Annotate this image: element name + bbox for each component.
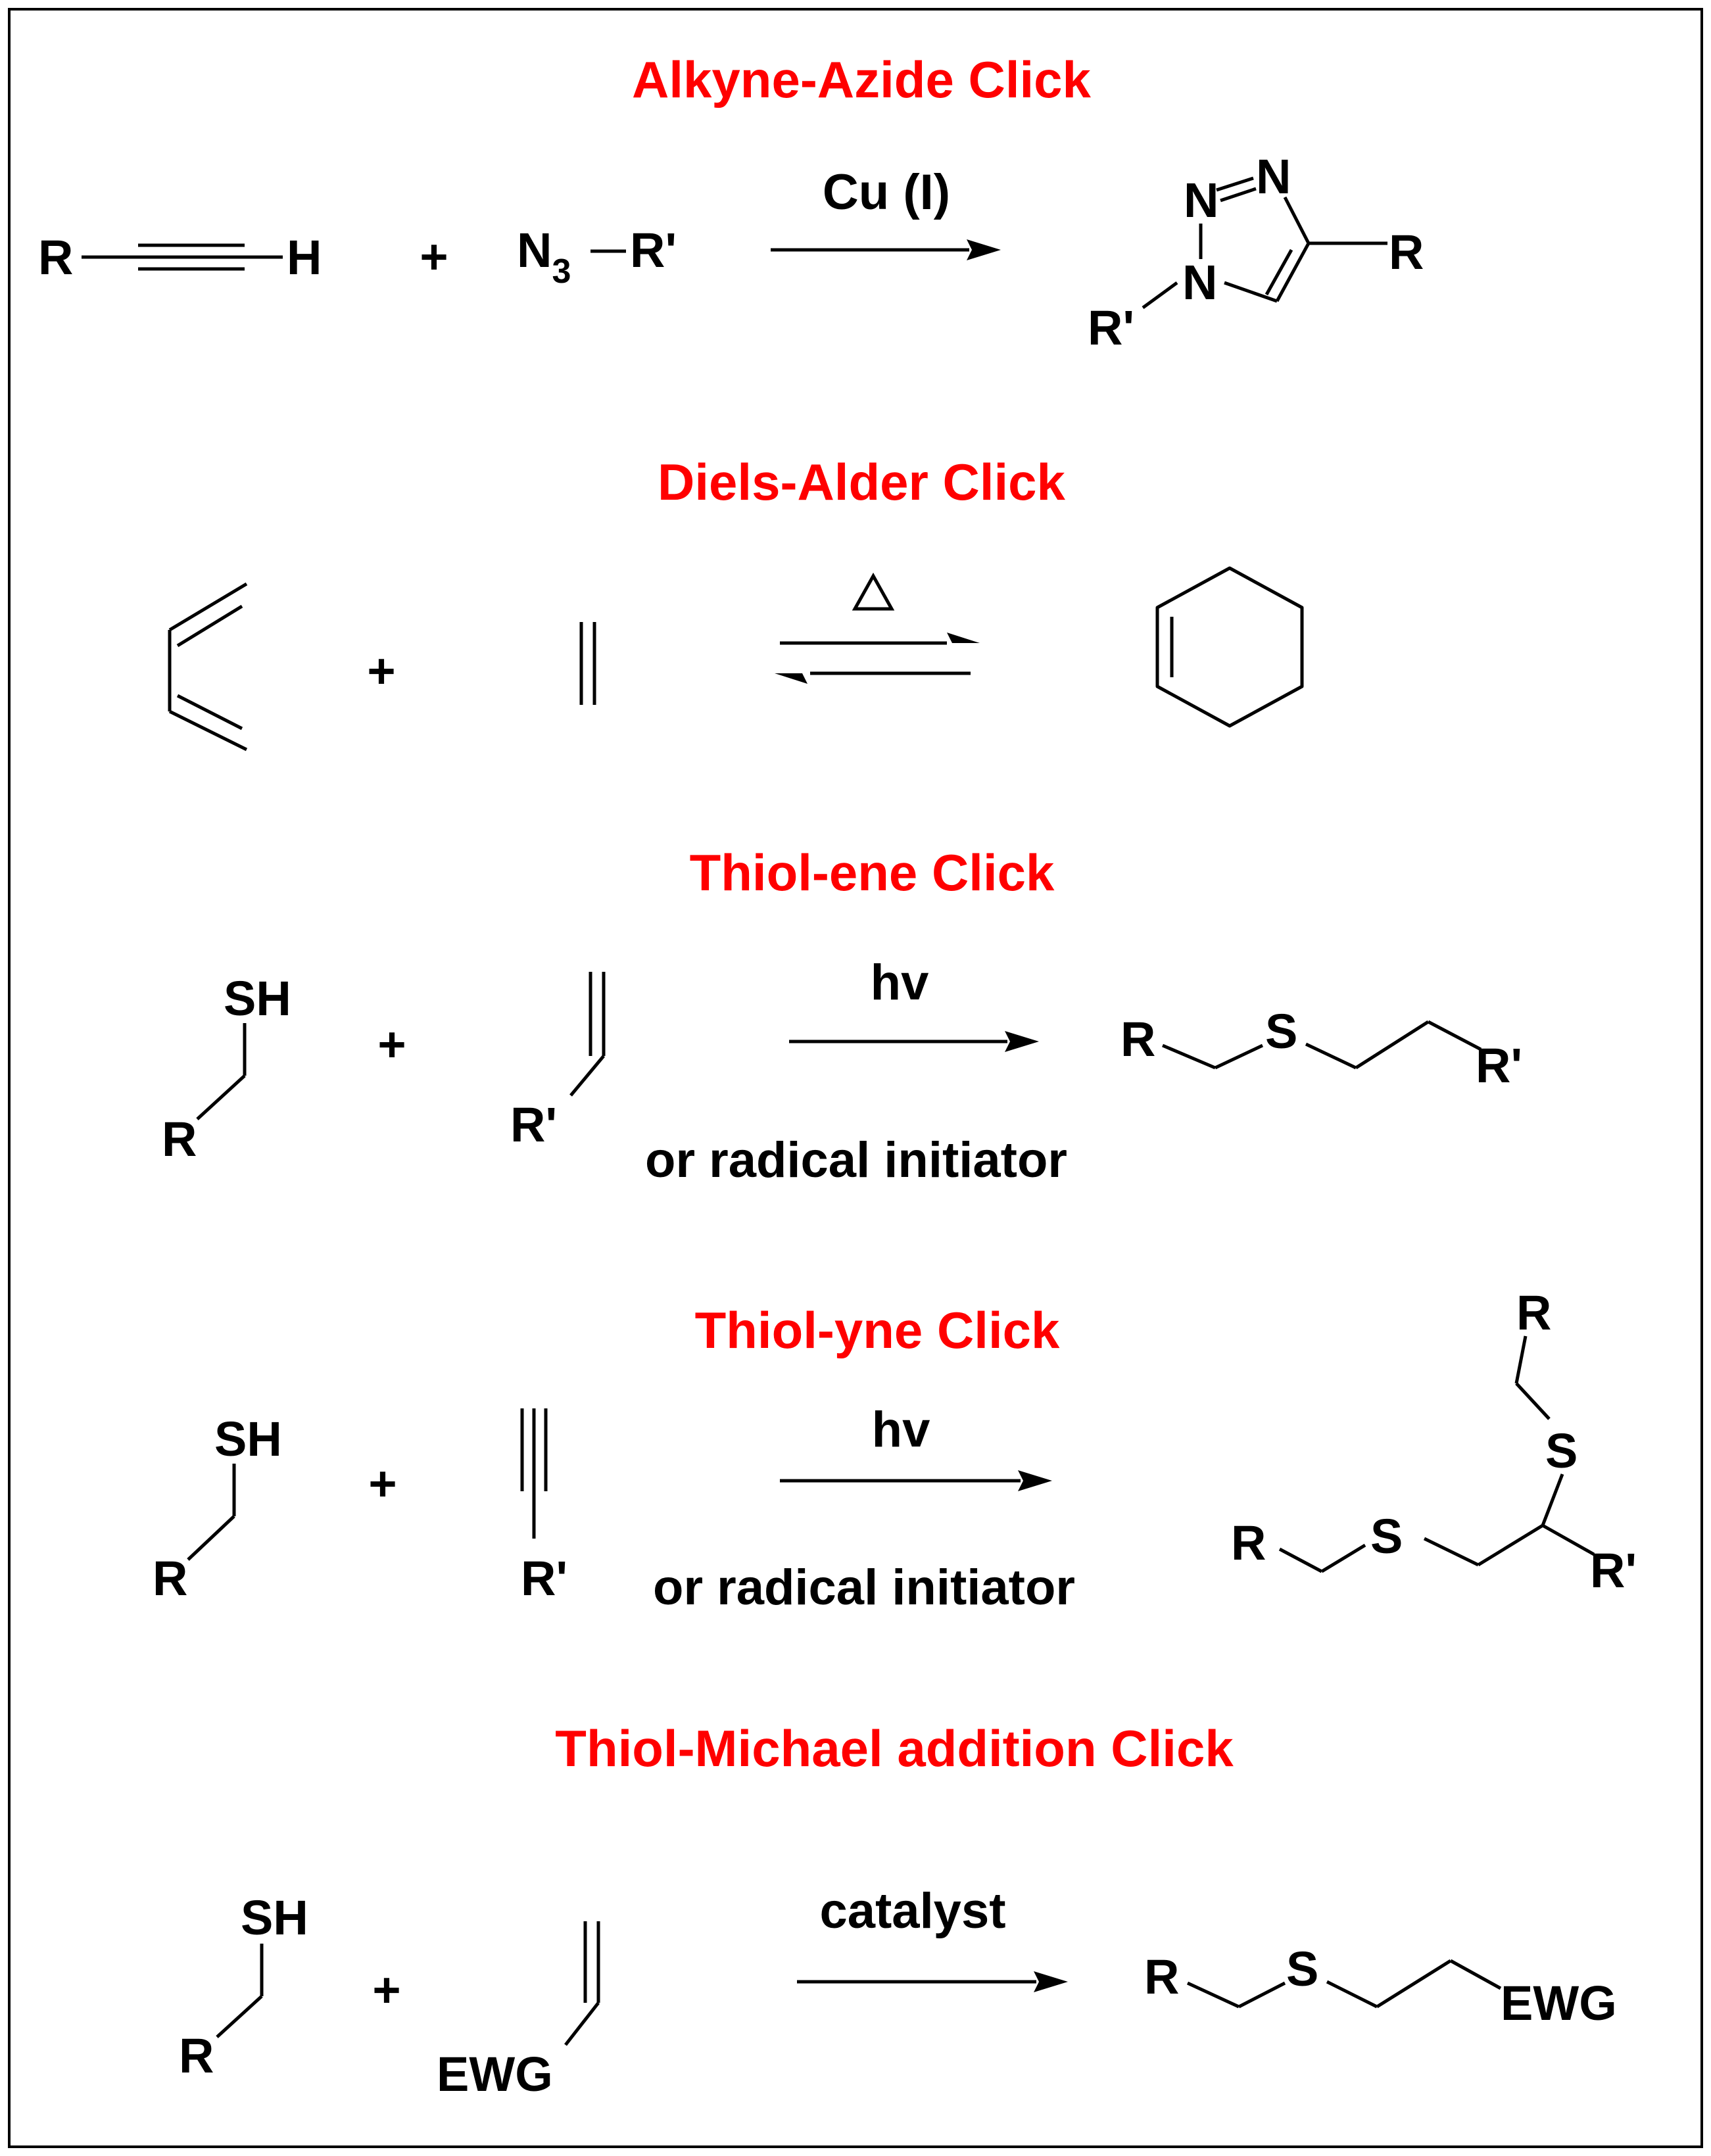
initiator-condition-label: or radical initiator xyxy=(645,1132,1067,1188)
thioether-product: R S R' xyxy=(1121,1004,1522,1093)
ewg-product-label: EWG xyxy=(1501,1976,1617,2030)
azide-r-prime-label: R' xyxy=(630,223,677,277)
triazole-n2-n3-bond-b xyxy=(1220,187,1257,203)
product-s-mid-label: S xyxy=(1370,1509,1403,1564)
thiol-r-label: R xyxy=(153,1551,187,1606)
product-s-label: S xyxy=(1286,1942,1318,1996)
cyclohexene-product xyxy=(1155,566,1304,728)
triazole-r-label: R xyxy=(1389,225,1424,279)
figure-frame xyxy=(8,8,1703,2148)
plus-sign: + xyxy=(367,644,395,698)
dithioether-product: R S R' S R xyxy=(1231,1285,1637,1598)
alkene-reactant: R' xyxy=(510,972,606,1152)
triazole-r-prime-label: R' xyxy=(1088,300,1134,355)
alkyne-azide-section: Alkyne-Azide Click R H + N3 R' Cu (I) N … xyxy=(38,51,1424,355)
triazole-c4-c5-inner-bond xyxy=(1265,249,1293,296)
triazole-n3-label: N xyxy=(1256,149,1291,204)
triazole-c4-c5-bond xyxy=(1275,242,1311,302)
thiol-yne-title: Thiol-yne Click xyxy=(695,1301,1060,1359)
product-r-prime-label: R' xyxy=(1590,1543,1637,1598)
triazole-n1-r-prime-bond xyxy=(1142,281,1178,310)
product-r-label: R xyxy=(1144,1950,1179,2004)
heat-triangle-icon xyxy=(852,572,895,611)
michael-adduct-product: R S EWG xyxy=(1144,1942,1617,2030)
reaction-arrow xyxy=(789,1031,1039,1052)
triazole-product: N N N R R' xyxy=(1088,149,1424,355)
plus-sign: + xyxy=(372,1963,400,2017)
butadiene xyxy=(168,582,248,752)
thiol-ene-title: Thiol-ene Click xyxy=(690,844,1055,901)
triazole-n1-label: N xyxy=(1182,255,1217,310)
thiol-reactant: SH R xyxy=(179,1890,308,2083)
thiol-reactant: SH R xyxy=(153,1412,282,1606)
reaction-arrow xyxy=(771,239,1001,260)
alkyne-azide-title: Alkyne-Azide Click xyxy=(632,51,1092,108)
plus-sign: + xyxy=(368,1456,397,1511)
organic-azide: N3 R' xyxy=(517,223,677,291)
thiol-michael-section: Thiol-Michael addition Click SH R + EWG … xyxy=(179,1719,1617,2101)
triazole-n3-c4-bond xyxy=(1283,196,1311,245)
diels-alder-section: Diels-Alder Click + xyxy=(168,453,1304,752)
plus-sign: + xyxy=(377,1017,406,1072)
thiol-sh-label: SH xyxy=(214,1412,282,1466)
thiol-sh-label: SH xyxy=(224,971,291,1026)
plus-sign: + xyxy=(420,229,448,284)
azide-label: N3 xyxy=(517,223,571,291)
thiol-michael-title: Thiol-Michael addition Click xyxy=(555,1719,1234,1777)
product-r-left-label: R xyxy=(1231,1516,1266,1570)
product-s-label: S xyxy=(1265,1004,1297,1059)
triazole-n2-label: N xyxy=(1184,173,1218,228)
ewg-reactant-label: EWG xyxy=(437,2047,553,2101)
product-r-prime-label: R' xyxy=(1476,1038,1522,1093)
catalyst-condition-label: catalyst xyxy=(819,1883,1005,1939)
thiol-reactant: SH R xyxy=(162,971,291,1166)
ethylene xyxy=(579,622,596,705)
product-r-label: R xyxy=(1121,1012,1155,1066)
alkyne-r-label: R xyxy=(38,230,73,285)
thiol-r-label: R xyxy=(162,1112,197,1166)
alkene-r-prime-label: R' xyxy=(510,1097,557,1152)
thiol-sh-label: SH xyxy=(241,1890,308,1945)
product-s-top-label: S xyxy=(1545,1424,1578,1478)
thiol-ene-section: Thiol-ene Click SH R + R' hv or radical … xyxy=(162,844,1522,1188)
thiol-yne-section: Thiol-yne Click SH R + R' hv or radical … xyxy=(153,1285,1637,1616)
light-condition-label: hv xyxy=(871,955,929,1011)
copper-catalyst-label: Cu (I) xyxy=(823,164,950,220)
equilibrium-arrows xyxy=(775,633,980,684)
alkyne-r-prime-label: R' xyxy=(521,1551,567,1606)
reaction-arrow xyxy=(780,1470,1052,1491)
light-condition-label: hv xyxy=(872,1402,930,1458)
triazole-n2-n3-bond-a xyxy=(1216,176,1254,192)
michael-acceptor-reactant: EWG xyxy=(437,1921,600,2101)
initiator-condition-label: or radical initiator xyxy=(653,1560,1075,1616)
diels-alder-title: Diels-Alder Click xyxy=(658,453,1066,511)
alkyne-h-label: H xyxy=(287,230,322,285)
triazole-c5-n1-bond xyxy=(1224,281,1278,303)
reaction-arrow xyxy=(797,1971,1068,1992)
thiol-r-label: R xyxy=(179,2028,214,2083)
product-r-top-label: R xyxy=(1516,1285,1551,1340)
alkyne-reactant: R' xyxy=(520,1408,567,1606)
terminal-alkyne: R H xyxy=(38,230,322,285)
